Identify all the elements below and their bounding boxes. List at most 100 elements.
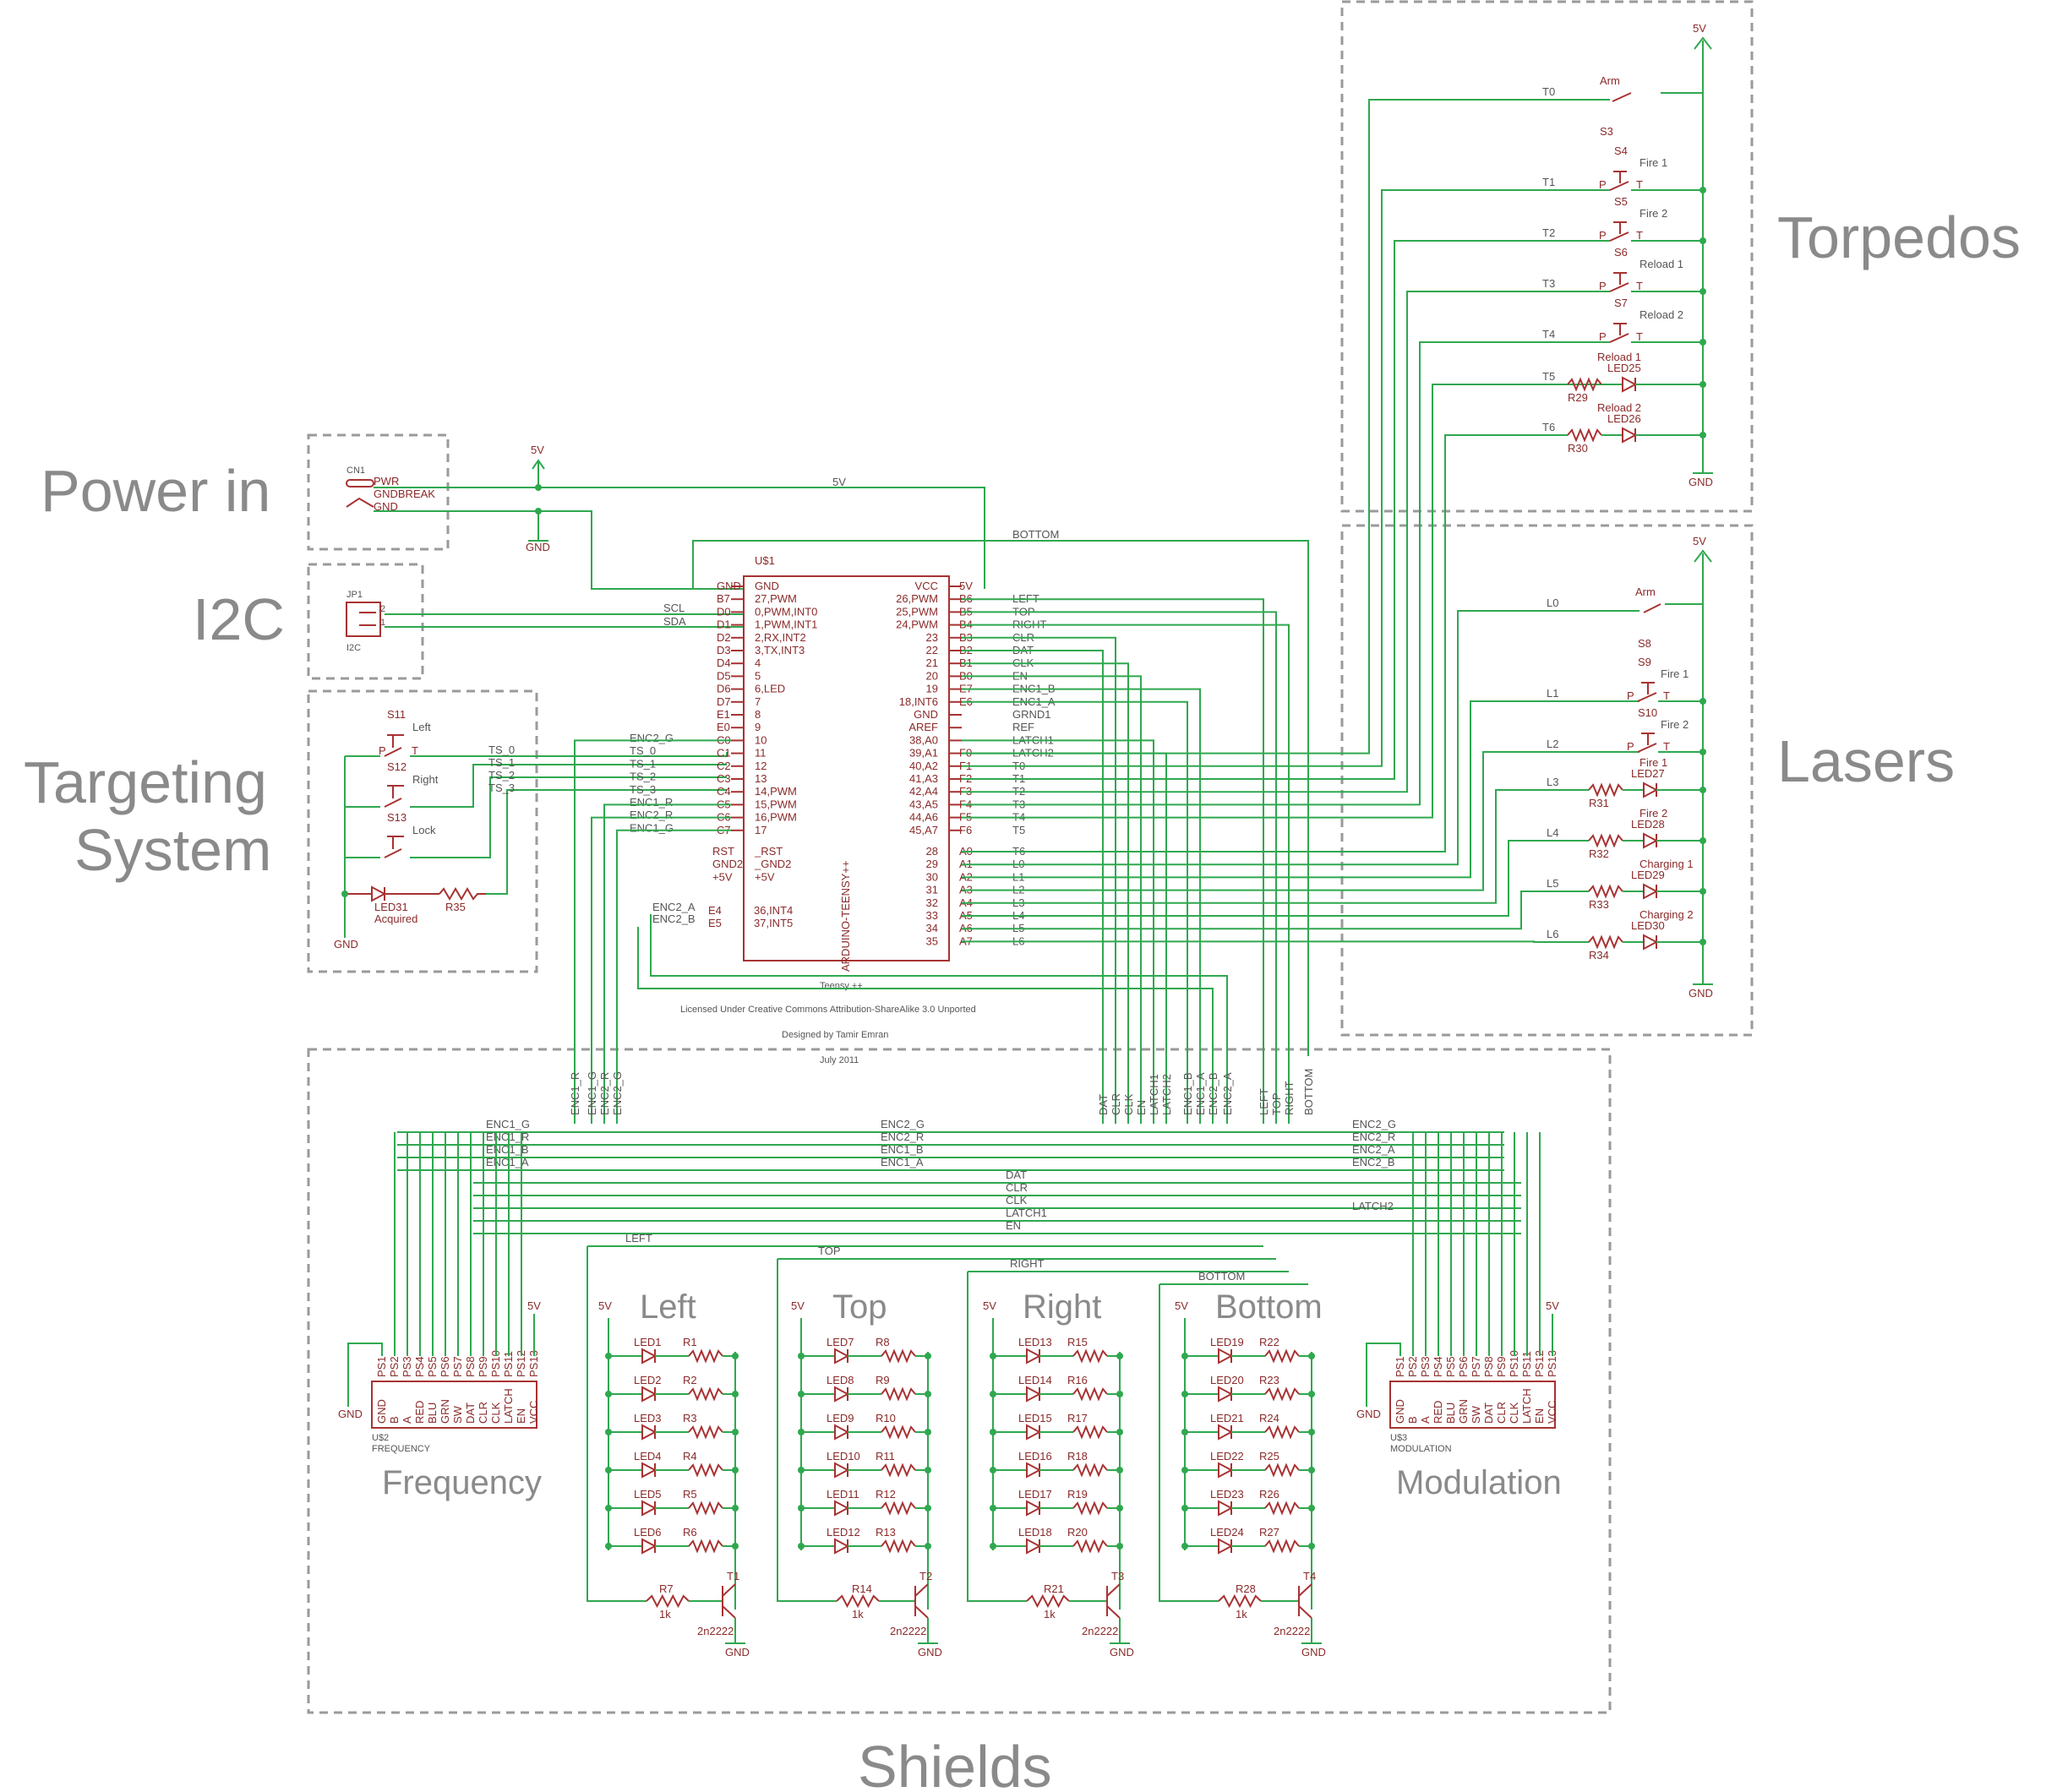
- led: [641, 1538, 657, 1555]
- junction: [1700, 888, 1706, 895]
- mcu-pin-label: 28: [926, 845, 938, 858]
- led: [1643, 782, 1659, 798]
- svg-text:PWR: PWR: [374, 475, 399, 487]
- junction: [925, 1391, 931, 1397]
- junction: [1308, 1543, 1315, 1550]
- encoder-pad: PS12: [515, 1350, 527, 1377]
- led-ref: LED4: [634, 1450, 662, 1462]
- gnd-label: GND: [1356, 1408, 1381, 1420]
- resistor: [688, 1386, 723, 1402]
- i2c-frame: [307, 563, 424, 680]
- shields-frame: [307, 1048, 1612, 1714]
- svg-text:36,INT4: 36,INT4: [754, 904, 793, 917]
- transistor: [914, 1583, 929, 1619]
- gnd-wire: [918, 1618, 938, 1644]
- mcu-pin-label: 13: [755, 772, 767, 785]
- resistor-ref: R19: [1067, 1488, 1088, 1501]
- svg-text:ARDUINO-TEENSY++: ARDUINO-TEENSY++: [839, 861, 852, 972]
- led: [1218, 1538, 1234, 1555]
- led-ref: LED2: [634, 1374, 662, 1386]
- led-ref: LED10: [827, 1450, 860, 1462]
- encoder-pad: PS13: [527, 1350, 540, 1377]
- bus-label: ENC2_A: [1352, 1143, 1395, 1156]
- vertical-net-label: EN: [1135, 1100, 1148, 1115]
- encoder-name: MODULATION: [1390, 1444, 1452, 1454]
- resistor-ref: R28: [1236, 1582, 1256, 1595]
- led-ref: LED19: [1210, 1336, 1244, 1348]
- resistor-ref: R15: [1067, 1336, 1088, 1348]
- svg-text:5V: 5V: [1693, 535, 1706, 547]
- encoder-pin: EN: [1533, 1408, 1546, 1424]
- encoder-body: [371, 1381, 537, 1429]
- vcc-label: 5V: [983, 1299, 996, 1312]
- junction: [1181, 1391, 1188, 1397]
- encoder-pad: PS6: [1457, 1356, 1470, 1377]
- led: [1026, 1500, 1042, 1517]
- mcu-pin-label: 38,A0: [909, 733, 938, 746]
- bus-label: EN: [1006, 1219, 1021, 1232]
- torpedo-net-label: T2: [1542, 226, 1555, 239]
- resistor: [1218, 1593, 1262, 1609]
- encoder-pin: RED: [413, 1401, 426, 1424]
- led-ref: LED5: [634, 1488, 662, 1501]
- resistor-ref: R8: [876, 1336, 890, 1348]
- junction: [925, 1429, 931, 1435]
- laser-net-label: L5: [1547, 877, 1558, 890]
- encoder-pin: EN: [515, 1408, 527, 1424]
- targeting-switches: S11 Left P T S12 Right S13 Lock TS_0 TS_…: [334, 708, 728, 950]
- laser-line: [962, 789, 1589, 904]
- encoder-pin: B: [388, 1416, 401, 1424]
- mcu-pin-net: D1: [717, 618, 731, 631]
- junction: [990, 1429, 996, 1435]
- mcu-pin-label: _RST: [754, 845, 783, 858]
- resistor-ref: R14: [852, 1582, 872, 1595]
- title-targeting-1: Targeting: [24, 749, 267, 815]
- svg-text:GNDBREAK: GNDBREAK: [374, 487, 435, 500]
- torpedo-line: [962, 99, 1610, 754]
- mcu-pin-label: 9: [755, 721, 761, 733]
- mcu-pin-label: 27,PWM: [755, 592, 797, 605]
- mcu-pin-label: +5V: [755, 870, 775, 883]
- vertical-net-label: ENC2_B: [1207, 1072, 1219, 1115]
- switch-label: Fire 1: [1661, 667, 1689, 680]
- mcu-pin-net: D6: [717, 683, 731, 695]
- resistor-ref: R24: [1259, 1412, 1279, 1424]
- svg-text:ENC2_A: ENC2_A: [652, 901, 696, 913]
- encoder-pin: CLR: [477, 1402, 489, 1424]
- junction: [990, 1391, 996, 1397]
- encoder-pad: PS4: [1432, 1356, 1444, 1377]
- resistor-ref: R5: [683, 1488, 697, 1501]
- led-ref: LED11: [827, 1488, 859, 1501]
- torpedo-net-label: T5: [1542, 370, 1555, 383]
- led: [834, 1386, 850, 1403]
- led: [641, 1500, 657, 1517]
- resistor-ref: R20: [1067, 1526, 1088, 1539]
- led: [641, 1462, 657, 1479]
- led: [1218, 1462, 1234, 1479]
- switch-label: Reload 2: [1640, 308, 1683, 321]
- vertical-net-label: ENC1_B: [1181, 1072, 1194, 1115]
- resistor-ref: R23: [1259, 1374, 1279, 1386]
- resistor-ref: R30: [1568, 442, 1588, 455]
- mcu-pin-label: 31: [926, 884, 938, 896]
- junction: [925, 1353, 931, 1359]
- bus-label: LATCH1: [1006, 1206, 1047, 1219]
- encoder-pad: PS5: [1444, 1356, 1457, 1377]
- mcu-pin-label: 8: [755, 708, 761, 721]
- junction: [1116, 1353, 1123, 1359]
- svg-text:U$1: U$1: [755, 554, 775, 567]
- vertical-net-label: RIGHT: [1283, 1081, 1296, 1116]
- gnd-label: GND: [338, 1408, 363, 1420]
- bus-line: [962, 624, 1290, 1124]
- mcu-pin-net: D0: [717, 605, 731, 618]
- bus-label: ENC2_R: [881, 1130, 924, 1143]
- encoder-pad: PS8: [1482, 1356, 1495, 1377]
- pin-p: P: [1599, 178, 1607, 191]
- resistor: [881, 1501, 916, 1516]
- bus-label: ENC2_R: [1352, 1130, 1395, 1143]
- vertical-net-label: ENC1_G: [586, 1071, 598, 1115]
- push-switch: [1637, 733, 1657, 753]
- mcu-pin-net: GND: [717, 580, 741, 592]
- gnd-wire: [725, 1618, 745, 1644]
